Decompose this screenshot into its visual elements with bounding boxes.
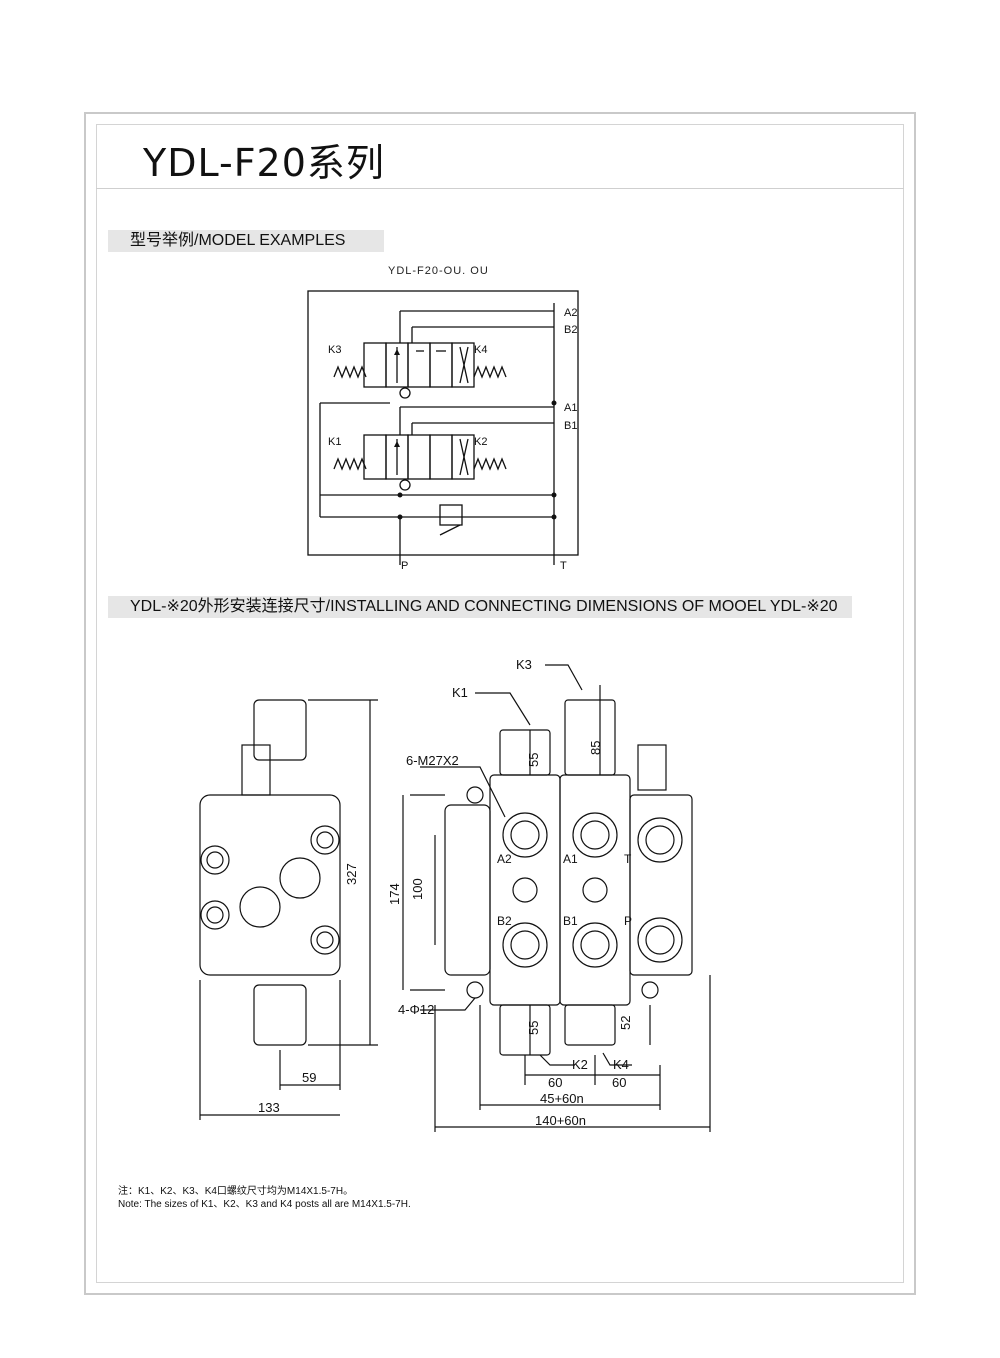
dim-133: 133 xyxy=(258,1100,280,1115)
label-k1: K1 xyxy=(452,685,468,700)
section-header-model-examples: 型号举例/MODEL EXAMPLES xyxy=(108,230,384,252)
port-a1-label: A1 xyxy=(564,402,577,414)
label-a2: A2 xyxy=(497,852,512,866)
dim-85: 85 xyxy=(588,741,603,755)
port-a2-label: A2 xyxy=(564,307,577,319)
pilot-k1-label: K1 xyxy=(328,436,341,448)
footnote: 注：K1、K2、K3、K4口螺纹尺寸均为M14X1.5-7H。 Note: Th… xyxy=(118,1185,411,1211)
dim-55-bottom: 55 xyxy=(526,1021,541,1035)
footnote-zh: 注：K1、K2、K3、K4口螺纹尺寸均为M14X1.5-7H。 xyxy=(118,1186,354,1197)
model-code: YDL-F20-OU. OU xyxy=(388,265,489,277)
label-k2: K2 xyxy=(572,1057,588,1072)
dim-52: 52 xyxy=(618,1016,633,1030)
label-k4: K4 xyxy=(613,1057,629,1072)
title-divider xyxy=(96,188,904,189)
port-t-label: T xyxy=(560,560,567,572)
dim-59: 59 xyxy=(302,1070,316,1085)
label-t: T xyxy=(624,852,632,866)
label-a1: A1 xyxy=(563,852,578,866)
dim-100: 100 xyxy=(410,878,425,900)
pilot-k3-label: K3 xyxy=(328,344,341,356)
label-b2: B2 xyxy=(497,914,512,928)
footnote-en: Note: The sizes of K1、K2、K3 and K4 posts… xyxy=(118,1199,411,1210)
dim-327: 327 xyxy=(344,863,359,885)
pilot-k2-label: K2 xyxy=(474,436,487,448)
dim-60-left: 60 xyxy=(548,1075,562,1090)
hydraulic-schematic: A2 B2 A1 B1 K3 K4 K1 K2 P T xyxy=(307,290,579,572)
dim-60-right: 60 xyxy=(612,1075,626,1090)
page-title: YDL-F20系列 xyxy=(143,141,385,185)
dim-45-60n: 45+60n xyxy=(540,1091,584,1106)
label-threads: 6-M27X2 xyxy=(406,753,459,768)
port-b2-label: B2 xyxy=(564,324,577,336)
label-p: P xyxy=(624,914,632,928)
label-b1: B1 xyxy=(563,914,578,928)
pilot-k4-label: K4 xyxy=(474,344,487,356)
label-holes: 4-Φ12 xyxy=(398,1002,434,1017)
inner-frame xyxy=(96,124,904,1283)
dim-174: 174 xyxy=(387,883,402,905)
port-b1-label: B1 xyxy=(564,420,577,432)
port-p-label: P xyxy=(401,560,408,572)
outer-frame xyxy=(84,112,916,1295)
dim-140-60n: 140+60n xyxy=(535,1113,586,1128)
dim-55-top: 55 xyxy=(526,753,541,767)
label-k3: K3 xyxy=(516,657,532,672)
dimension-drawing: 327 59 133 174 100 55 85 55 52 60 60 45+… xyxy=(199,657,711,1132)
section-header-dimensions: YDL-※20外形安装连接尺寸/INSTALLING AND CONNECTIN… xyxy=(108,596,852,618)
